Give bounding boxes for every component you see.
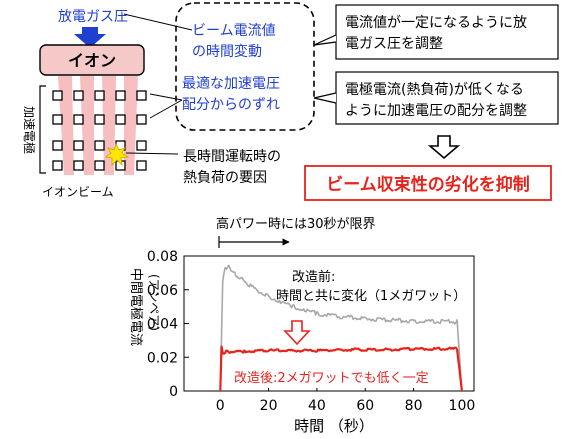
x-tick-label: 20 (260, 398, 278, 414)
x-tick-label: 80 (405, 398, 423, 414)
before-series-note: 時間と共に変化（1メガワット） (276, 288, 466, 304)
x-axis-label: 時間 （秒） (294, 417, 374, 435)
x-tick-label: 100 (449, 398, 476, 414)
x-tick-label: 60 (356, 398, 374, 414)
heat-cause-line1: 長時間運転時の (183, 149, 281, 165)
adjust-pressure-line2: 電ガス圧を調整 (345, 36, 443, 52)
gas-pressure-leader (123, 13, 193, 31)
beam-current-line2: の時間変動 (192, 43, 262, 60)
suppress-label: ビーム収束性の劣化を抑制 (326, 174, 530, 195)
heat-spark-icon (105, 142, 130, 167)
before-series-label: 改造前: (292, 269, 335, 285)
limit-note: 高パワー時には30秒が限界 (216, 216, 376, 232)
gas-inflow-arrow-icon (74, 27, 106, 48)
beam-current-line1: ビーム電流値 (192, 23, 276, 39)
electrode-label: 加速電極 (22, 106, 37, 154)
adjust-voltage-callout-tail (313, 92, 337, 104)
voltage-dev-line1: 最適な加速電圧 (182, 75, 280, 92)
adjust-pressure-line1: 電流値が一定になるように放 (345, 15, 527, 31)
after-series-label: 改造後:2メガワットでも低く一定 (234, 371, 429, 386)
x-tick-label: 40 (308, 398, 326, 414)
ion-label: イオン (68, 51, 116, 70)
voltage-dev-line2: 配分からのずれ (182, 97, 280, 113)
x-tick-label: 0 (216, 398, 225, 414)
suppress-result-box (304, 165, 552, 201)
y-axis-ticks: 0 0.02 0.04 0.06 0.08 (147, 249, 189, 400)
electrode-bracket (39, 85, 46, 174)
adjust-voltage-line1: 電極電流(熱負荷)が低くなる (345, 82, 524, 98)
gas-pressure-label: 放電ガス圧 (58, 9, 128, 25)
adjust-pressure-callout-tail (313, 34, 337, 46)
series-before-line (219, 264, 463, 392)
result-down-arrow-icon (427, 135, 461, 160)
series-layer (219, 264, 463, 392)
ion-beam-label: イオンビーム (42, 185, 114, 199)
voltage-leader-2 (149, 99, 183, 119)
adjust-pressure-box (335, 4, 559, 60)
factor-dashed-box (175, 2, 315, 131)
adjust-voltage-line2: ように加速電圧の配分を調整 (345, 103, 527, 119)
current-chart: 高パワー時には30秒が限界 0 0.02 0.04 0.06 0.08 0 20 40 60 8… (128, 216, 475, 435)
y-tick-label: 0 (169, 384, 178, 400)
y-tick-label: 0.08 (147, 249, 178, 265)
y-axis-label-line2: (アンペア) (147, 274, 161, 331)
improvement-arrow-icon (283, 320, 311, 346)
heat-cause-leader (125, 152, 179, 155)
y-tick-label: 0.02 (147, 350, 178, 366)
adjust-voltage-box (335, 71, 559, 125)
series-after-line (219, 345, 463, 392)
after-series-label-bg (230, 364, 450, 388)
x-axis-ticks: 0 20 40 60 80 100 (216, 386, 475, 414)
heat-cause-line2: 熱負荷の要因 (183, 170, 267, 186)
y-tick-label: 0.06 (147, 283, 178, 299)
y-axis-label-line1: 中間電極電流 (128, 268, 144, 346)
electrode-grid (52, 90, 147, 171)
voltage-leader-1 (149, 93, 183, 101)
ion-chamber (39, 44, 145, 76)
y-tick-label: 0.04 (147, 317, 178, 333)
